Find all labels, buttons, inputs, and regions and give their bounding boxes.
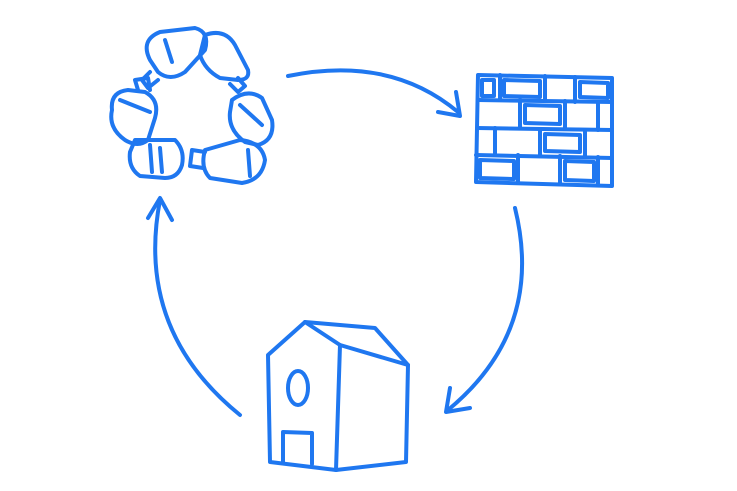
brick-wall-icon [474,73,614,188]
recycle-bottles-icon [109,26,275,185]
arrow-house-to-recycle [146,196,242,417]
arrow-recycle-to-bricks [286,68,462,118]
house-icon [266,320,410,472]
arrow-bricks-to-house [444,206,525,414]
